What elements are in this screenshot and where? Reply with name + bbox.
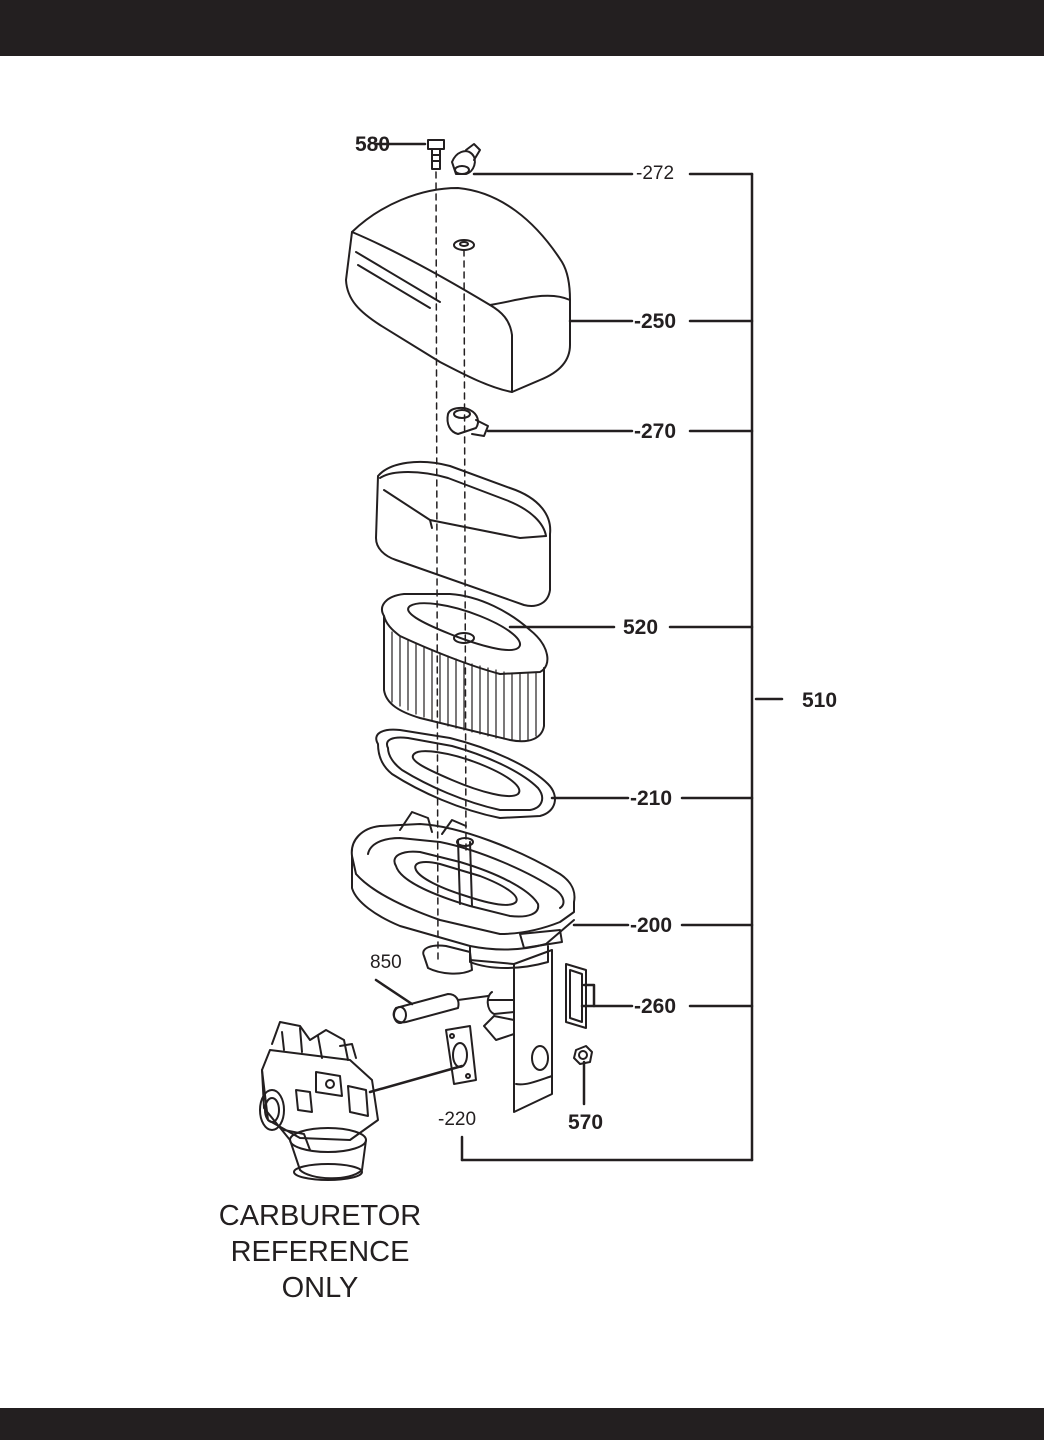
air-cleaner-base-200 bbox=[350, 811, 576, 969]
wing-nut-272 bbox=[451, 143, 481, 175]
part-label-260: -260 bbox=[634, 995, 677, 1018]
leader-lines bbox=[368, 142, 754, 1106]
assembly-bracket-510 bbox=[460, 172, 784, 1162]
carburetor-note-line-2: REFERENCE bbox=[230, 1236, 410, 1268]
filter-element-520 bbox=[381, 593, 549, 743]
nut-270 bbox=[446, 406, 489, 437]
gasket-220 bbox=[445, 1025, 477, 1085]
intake-elbow bbox=[422, 944, 553, 1113]
footer-band bbox=[0, 1408, 1044, 1440]
carburetor-note-line-1: CARBURETOR bbox=[218, 1200, 422, 1232]
carburetor-note-line-3: ONLY bbox=[281, 1272, 359, 1304]
part-label-210: -210 bbox=[630, 787, 673, 810]
gasket-210 bbox=[375, 728, 556, 819]
part-label-270: -270 bbox=[634, 420, 677, 443]
part-label-220: -220 bbox=[438, 1109, 477, 1130]
carburetor-reference-note: CARBURETOR REFERENCE ONLY bbox=[188, 1198, 452, 1306]
part-label-580: 580 bbox=[355, 133, 391, 156]
part-label-850: 850 bbox=[370, 952, 402, 973]
nut-570 bbox=[573, 1045, 593, 1065]
carburetor-reference bbox=[259, 1021, 379, 1181]
part-label-510: 510 bbox=[802, 689, 838, 712]
breather-tube-850 bbox=[392, 993, 489, 1024]
air-cleaner-cover-250 bbox=[345, 187, 571, 393]
part-label-250: -250 bbox=[634, 310, 677, 333]
header-band bbox=[0, 0, 1044, 56]
part-label-200: -200 bbox=[630, 914, 673, 937]
bolt-580 bbox=[427, 139, 445, 170]
part-label-272: -272 bbox=[636, 163, 675, 184]
pre-cleaner-sleeve bbox=[375, 460, 552, 607]
part-label-520: 520 bbox=[623, 616, 659, 639]
gasket-260 bbox=[565, 963, 587, 1029]
part-label-570: 570 bbox=[568, 1111, 604, 1134]
